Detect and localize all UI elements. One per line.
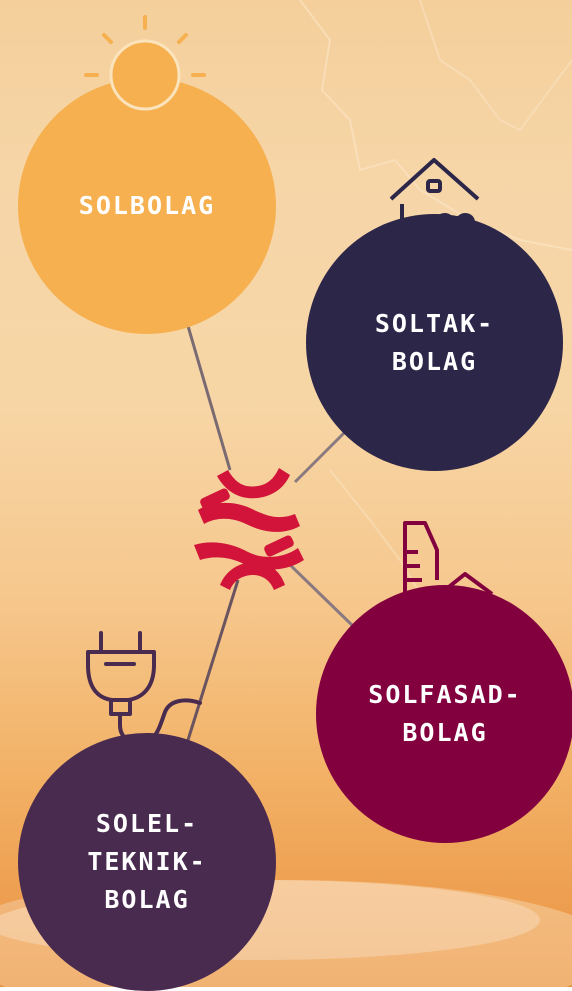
connector-line-solbolag (186, 325, 232, 471)
house-heart-icon (389, 158, 480, 246)
node-label-solel: SOLEL- TEKNIK- BOLAG (87, 809, 207, 914)
node-label-solbolag: SOLBOLAG (78, 191, 216, 220)
node-solfasad[interactable]: SOLFASAD- BOLAG (316, 585, 572, 843)
node-soltak[interactable]: SOLTAK- BOLAG (306, 214, 563, 471)
s-logo-icon (194, 468, 304, 590)
sun-icon (84, 15, 206, 111)
connector-line-solfasad (283, 558, 357, 630)
connector-line-solel (186, 579, 240, 741)
node-solel[interactable]: SOLEL- TEKNIK- BOLAG (18, 733, 276, 991)
node-solbolag[interactable]: SOLBOLAG (18, 78, 276, 334)
plug-icon (86, 631, 202, 745)
node-label-soltak: SOLTAK- BOLAG (374, 308, 495, 376)
building-facade-icon (403, 521, 494, 620)
node-label-solfasad: SOLFASAD- BOLAG (368, 680, 522, 747)
connector-line-soltak (293, 430, 347, 484)
